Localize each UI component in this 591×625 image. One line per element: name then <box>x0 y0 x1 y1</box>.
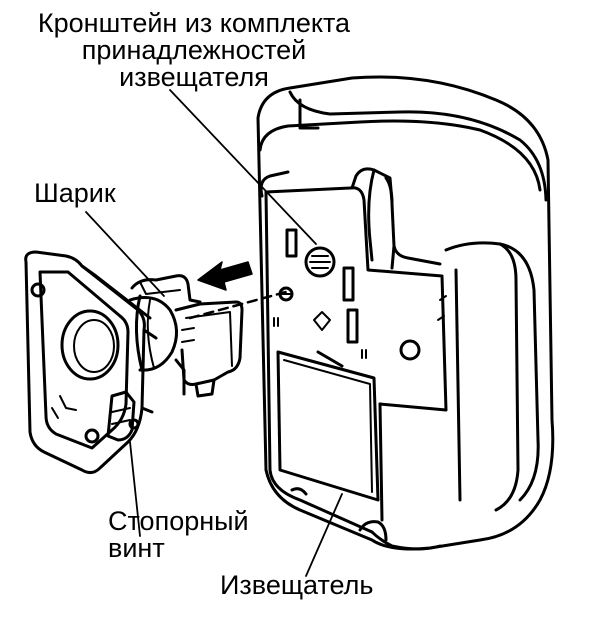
ball-label: Шарик <box>34 180 116 207</box>
screw-label-line1: Стопорный <box>108 506 249 536</box>
detector-body <box>256 75 555 551</box>
swivel-bracket <box>24 250 244 475</box>
ball-label-text: Шарик <box>34 178 116 208</box>
bracket-label: Кронштейн из комплекта принадлежностей и… <box>10 10 378 91</box>
screw-label-line2: винт <box>108 533 165 563</box>
assembly-arrow <box>188 261 288 320</box>
detector-label-text: Извещатель <box>220 570 374 600</box>
leader-lines <box>85 89 343 577</box>
detector-label: Извещатель <box>220 572 373 599</box>
bracket-label-line2: принадлежностей <box>81 35 307 65</box>
bracket-label-line1: Кронштейн из комплекта <box>37 8 351 38</box>
bracket-label-line3: извещателя <box>119 62 269 92</box>
screw-label: Стопорный винт <box>108 508 249 562</box>
